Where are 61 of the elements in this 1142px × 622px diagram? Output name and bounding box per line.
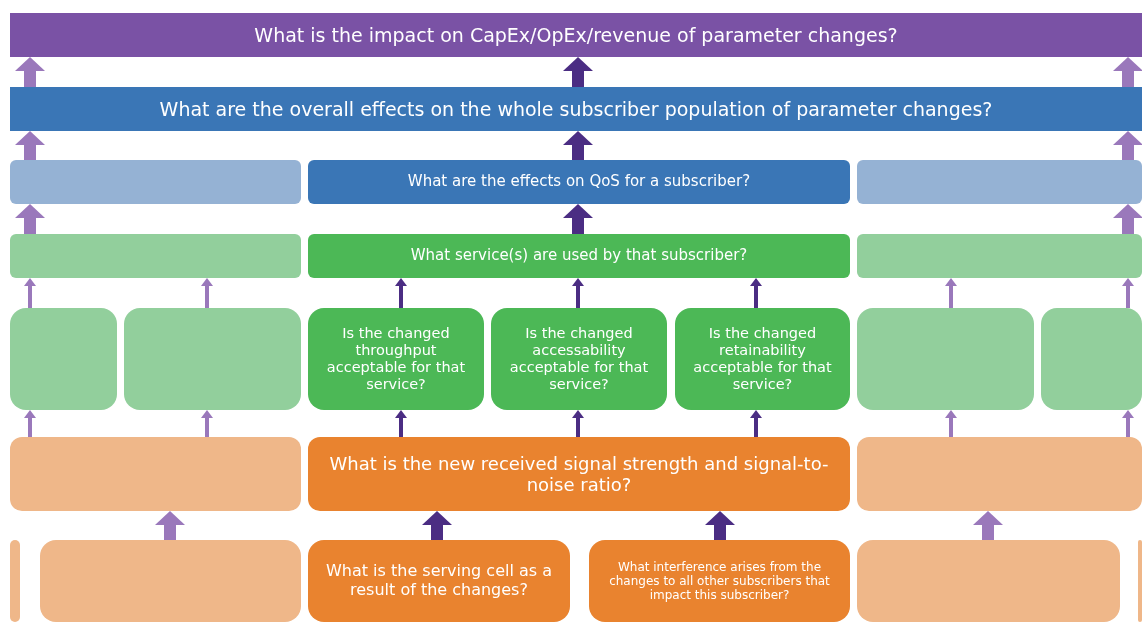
arrow — [1122, 278, 1134, 308]
question-text: What is the serving cell as a result of the changes? — [324, 562, 553, 600]
empty-box — [857, 308, 1034, 410]
empty-box — [10, 160, 301, 204]
arrow — [563, 131, 593, 160]
arrow — [973, 511, 1003, 540]
arrow — [422, 511, 452, 540]
empty-box — [10, 540, 20, 622]
arrow — [201, 410, 213, 437]
arrow — [15, 204, 45, 234]
arrow — [563, 57, 593, 87]
question-text: What are the effects on QoS for a subscriber? — [407, 173, 751, 191]
arrow — [563, 204, 593, 234]
question-box — [491, 308, 667, 410]
question-box — [308, 308, 484, 410]
empty-box — [10, 308, 117, 410]
question-box — [308, 437, 850, 511]
question-box — [308, 234, 850, 278]
question-text: What is the impact on CapEx/OpEx/revenue of parameter changes? — [254, 23, 898, 47]
arrow — [1113, 57, 1142, 87]
question-box — [308, 160, 850, 204]
question-text: Is the changed retainability acceptable for that service? — [692, 324, 833, 394]
arrow — [201, 278, 213, 308]
empty-box — [1041, 308, 1142, 410]
arrow — [572, 410, 584, 437]
arrow — [572, 278, 584, 308]
empty-box — [124, 308, 301, 410]
question-box — [10, 87, 1142, 131]
empty-box — [857, 234, 1142, 278]
arrow — [750, 410, 762, 437]
question-text: Is the changed accessability acceptable for that service? — [508, 324, 650, 394]
question-box — [308, 540, 570, 622]
question-box — [589, 540, 850, 622]
empty-box — [1138, 540, 1142, 622]
arrow — [15, 57, 45, 87]
arrow — [395, 410, 407, 437]
arrow — [155, 511, 185, 540]
arrow — [1113, 131, 1142, 160]
question-text: What is the new received signal strength and signal-to-noise ratio? — [328, 452, 830, 496]
arrow — [705, 511, 735, 540]
arrow — [24, 410, 36, 437]
arrow — [15, 131, 45, 160]
arrow — [1113, 204, 1142, 234]
arrow — [395, 278, 407, 308]
arrow — [750, 278, 762, 308]
question-text: What are the overall effects on the whole subscriber population of parameter changes? — [159, 97, 993, 121]
arrow — [945, 278, 957, 308]
empty-box — [40, 540, 301, 622]
empty-box — [857, 437, 1142, 511]
question-text: What interference arises from the changes to all other subscribers that impact this subscriber? — [608, 559, 831, 603]
question-box — [675, 308, 850, 410]
arrow — [945, 410, 957, 437]
question-text: Is the changed throughput acceptable for that service? — [325, 324, 467, 394]
empty-box — [857, 540, 1120, 622]
empty-box — [10, 437, 301, 511]
empty-box — [857, 160, 1142, 204]
empty-box — [10, 234, 301, 278]
arrow — [1122, 410, 1134, 437]
question-box — [10, 13, 1142, 57]
arrow — [24, 278, 36, 308]
question-text: What service(s) are used by that subscriber? — [410, 247, 748, 265]
